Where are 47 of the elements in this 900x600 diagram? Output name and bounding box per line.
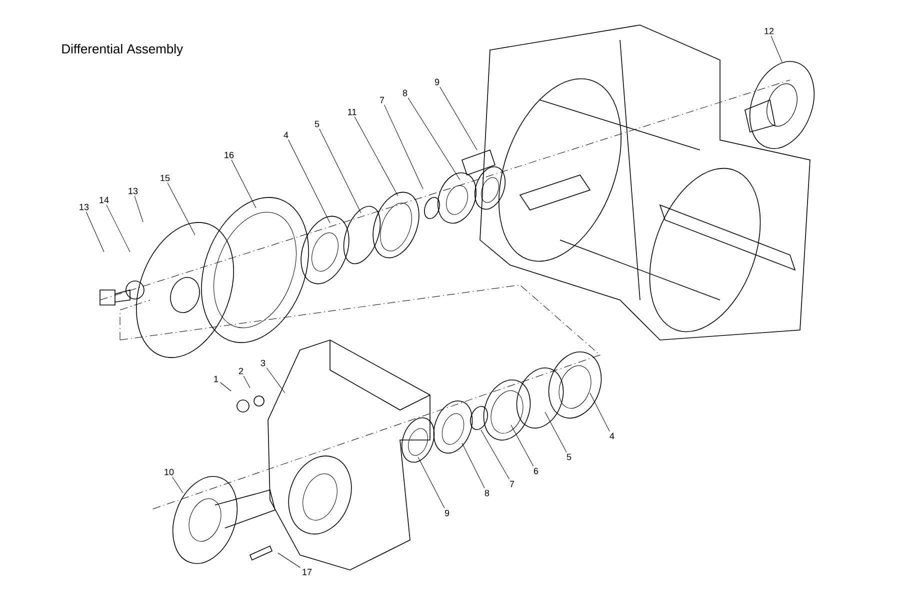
callout-number: 3: [260, 360, 266, 366]
callout-number: 6: [534, 468, 538, 474]
callout-number: 16: [224, 152, 234, 158]
leader-line: [440, 86, 478, 150]
leader-line: [167, 182, 196, 236]
leader-line: [134, 196, 144, 222]
leader-line: [590, 392, 610, 432]
callout-number: 11: [348, 108, 356, 116]
callout-number: 13: [80, 204, 89, 210]
leader-line: [172, 476, 184, 494]
callout-number: 7: [510, 480, 514, 488]
callout-number: 8: [484, 490, 490, 496]
leader-line: [510, 424, 534, 466]
callout-number: 1: [214, 376, 218, 382]
leader-line: [384, 104, 424, 190]
leader-line: [266, 368, 286, 394]
leader-line: [231, 160, 256, 208]
leader-line: [278, 552, 301, 568]
leader-line: [106, 204, 130, 252]
callout-number: 4: [284, 132, 288, 138]
callout-number: 8: [402, 90, 408, 96]
leader-line: [408, 98, 460, 180]
callout-number: 5: [314, 120, 320, 128]
callout-number: 13: [128, 188, 138, 194]
callout-number: 4: [610, 432, 614, 440]
callout-number: 5: [566, 454, 572, 460]
callout-number: 12: [764, 28, 774, 34]
leader-line: [770, 36, 782, 62]
callout-number: 15: [160, 174, 170, 182]
callout-number: 10: [164, 468, 174, 476]
leader-line: [86, 212, 104, 252]
leader-line: [480, 430, 510, 480]
callout-number: 2: [238, 368, 244, 374]
leader-line: [418, 456, 445, 508]
callout-number: 17: [302, 568, 312, 576]
callout-number: 14: [100, 196, 109, 204]
callout-number: 7: [380, 96, 384, 104]
callout-number: 9: [444, 510, 450, 516]
leader-line: [288, 140, 330, 224]
leader-line: [462, 442, 485, 488]
leader-line: [220, 382, 232, 392]
leader-line: [319, 128, 362, 214]
callout-number: 9: [434, 78, 440, 86]
title: Differential Assembly: [62, 44, 184, 56]
leader-line: [544, 412, 567, 452]
leader-line: [354, 116, 398, 196]
leader-line: [243, 376, 250, 388]
